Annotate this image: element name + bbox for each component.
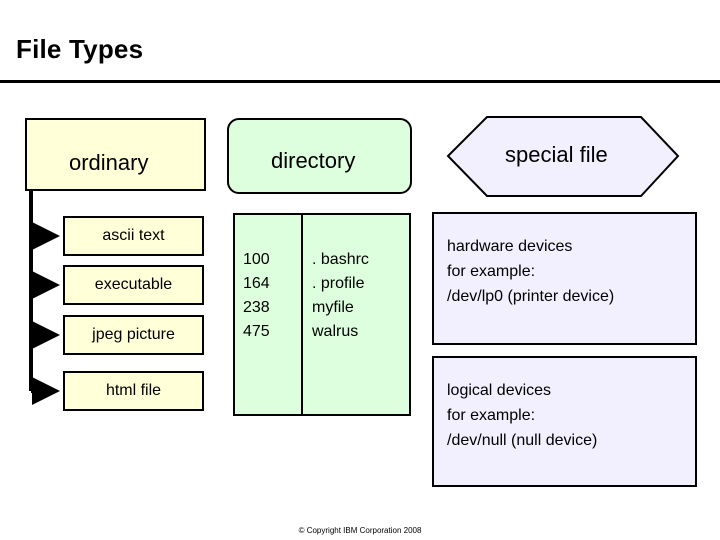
inode-column: 100 164 238 475 xyxy=(243,248,270,344)
page-title: File Types xyxy=(16,34,144,64)
filename: myfile xyxy=(312,299,354,316)
special-file-label: special file xyxy=(505,142,608,167)
filename: . bashrc xyxy=(312,251,369,268)
directory-content-table: 100 164 238 475 . bashrc . profile myfil… xyxy=(233,213,411,416)
directory-column-divider xyxy=(301,215,303,414)
inode-number: 100 xyxy=(243,251,270,268)
filename: walrus xyxy=(312,323,359,340)
executable-box: executable xyxy=(63,265,204,305)
logical-line: for example: xyxy=(447,407,536,424)
ordinary-label: ordinary xyxy=(69,150,149,175)
directory-label: directory xyxy=(271,148,356,173)
inode-number: 238 xyxy=(243,299,270,316)
directory-box: directory xyxy=(227,118,412,194)
hardware-line: /dev/lp0 (printer device) xyxy=(447,288,615,305)
hardware-line: hardware devices xyxy=(447,238,573,255)
copyright-footer: © Copyright IBM Corporation 2008 xyxy=(298,526,422,535)
inode-number: 475 xyxy=(243,323,270,340)
inode-number: 164 xyxy=(243,275,270,292)
ordinary-box: ordinary xyxy=(25,118,206,191)
filename: . profile xyxy=(312,275,365,292)
hardware-devices-text: hardware devices for example: /dev/lp0 (… xyxy=(447,234,614,309)
logical-line: /dev/null (null device) xyxy=(447,432,598,449)
special-file-hexagon xyxy=(446,116,680,197)
ascii-text-box: ascii text xyxy=(63,216,204,256)
logical-devices-box: logical devices for example: /dev/null (… xyxy=(432,356,697,487)
filename-column: . bashrc . profile myfile walrus xyxy=(312,248,369,344)
html-file-box: html file xyxy=(63,371,204,411)
hardware-line: for example: xyxy=(447,263,536,280)
title-rule xyxy=(0,80,720,83)
jpeg-picture-box: jpeg picture xyxy=(63,315,204,355)
hardware-devices-box: hardware devices for example: /dev/lp0 (… xyxy=(432,212,697,345)
logical-devices-text: logical devices for example: /dev/null (… xyxy=(447,378,597,453)
logical-line: logical devices xyxy=(447,382,552,399)
